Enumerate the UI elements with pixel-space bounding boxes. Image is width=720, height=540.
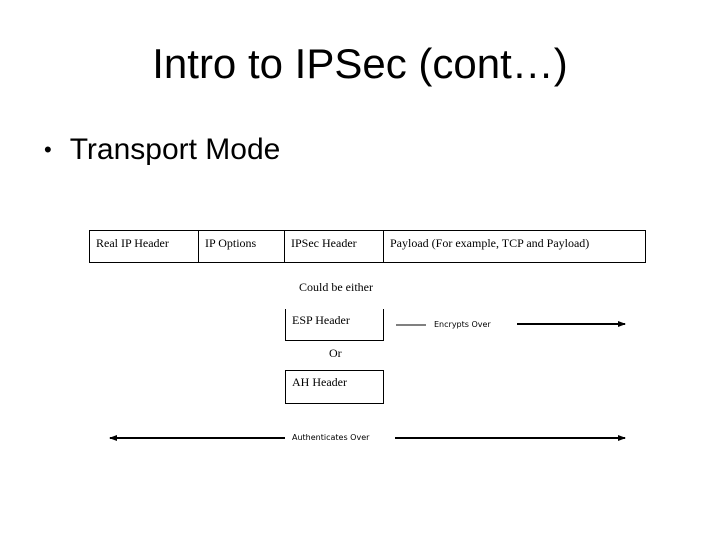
segment-ip-options: IP Options: [199, 231, 285, 262]
bullet-text: Transport Mode: [69, 133, 281, 166]
ip-packet-diagram: Real IP Header IP Options IPSec Header P…: [89, 230, 646, 263]
slide-title: Intro to IPSec (cont…): [152, 40, 568, 87]
bullet-item: • Transport Mode: [44, 133, 280, 167]
authenticates-over-label: Authenticates Over: [292, 433, 370, 442]
segment-real-ip-header: Real IP Header: [90, 231, 199, 262]
esp-header-box: ESP Header: [285, 309, 384, 341]
bullet-dot-icon: •: [44, 137, 52, 162]
could-be-either-label: Could be either: [299, 280, 373, 294]
or-label: Or: [329, 346, 342, 360]
ah-header-box: AH Header: [285, 370, 384, 404]
encrypts-over-label: Encrypts Over: [434, 320, 491, 329]
segment-ipsec-header: IPSec Header: [285, 231, 384, 262]
segment-payload: Payload (For example, TCP and Payload): [390, 236, 590, 250]
